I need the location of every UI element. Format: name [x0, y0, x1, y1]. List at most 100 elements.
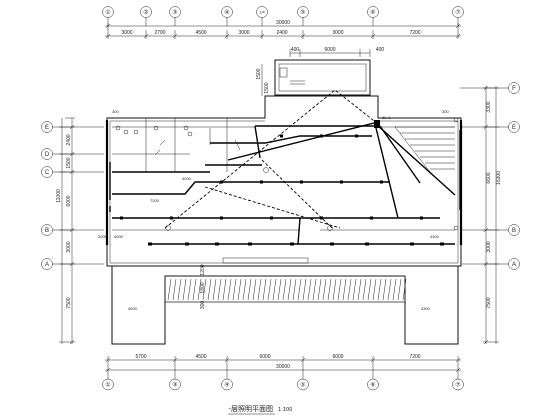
svg-text:1500: 1500 [256, 68, 262, 79]
svg-text:2400: 2400 [66, 134, 72, 145]
svg-text:①: ① [105, 9, 110, 16]
svg-text:6600: 6600 [486, 172, 492, 183]
grid-bubble-top-7: ⑦ [452, 6, 464, 18]
svg-text:6000: 6000 [259, 354, 270, 360]
grid-bubble-bottom-3: ③ [169, 378, 181, 391]
svg-text:3000: 3000 [121, 30, 132, 36]
grid-bubble-left-C: C [41, 166, 53, 178]
grid-bubble-top-1: ① [102, 6, 114, 18]
canopy-hatch-lines [167, 278, 407, 301]
svg-text:4000: 4000 [182, 176, 192, 181]
grid-bubble-right-A: A [508, 258, 520, 270]
svg-text:400: 400 [291, 47, 300, 53]
building-outline [105, 95, 463, 267]
svg-text:②: ② [143, 9, 148, 16]
svg-text:⑤: ⑤ [300, 382, 305, 389]
svg-text:5700: 5700 [135, 354, 146, 360]
svg-text:A: A [512, 262, 516, 268]
inner-dims: 300 300 2000 4000 4300 4000 7200 [98, 109, 449, 239]
scale-text: 1:100 [278, 407, 292, 413]
canopy: 4000 4300 1200 1800 300 [111, 264, 459, 345]
grid-bubble-top-2: ② [140, 6, 152, 18]
bottom-dimension-chain: 5700 4500 6000 6000 7200 30000 [105, 354, 461, 379]
svg-text:B: B [512, 228, 516, 234]
svg-text:⑤: ⑤ [300, 9, 305, 16]
grid-bubble-left-E: E [41, 121, 53, 133]
svg-text:7200: 7200 [409, 30, 420, 36]
svg-text:300: 300 [200, 301, 206, 310]
svg-text:C: C [45, 170, 50, 176]
svg-text:③: ③ [172, 9, 177, 16]
svg-text:4300: 4300 [421, 306, 431, 311]
right-dimension-chain: 3300 6600 3000 7500 15300 [483, 85, 502, 345]
grid-bubble-right-E: E [508, 121, 520, 133]
svg-text:1500: 1500 [264, 82, 270, 93]
svg-text:6000: 6000 [332, 354, 343, 360]
svg-text:3000: 3000 [486, 241, 492, 252]
grid-bubble-top-3: ③ [169, 6, 181, 18]
side-stair [394, 126, 455, 173]
svg-text:400: 400 [376, 47, 385, 53]
grid-bubble-left-A: A [41, 258, 53, 270]
svg-text:2400: 2400 [276, 30, 287, 36]
distribution-panel-icon [374, 120, 380, 128]
drawing-title: -层照明平面图 1:100 [228, 405, 292, 415]
svg-text:7200: 7200 [409, 354, 420, 360]
svg-text:4000: 4000 [128, 306, 138, 311]
title-text: -层照明平面图 [228, 405, 273, 413]
partitions [112, 118, 455, 231]
grid-bubble-left-D: D [41, 148, 53, 160]
left-dimension-chain: 2400 1500 6000 3000 7500 11000 [56, 117, 75, 345]
top-dimension-chain: 30000 3000 2700 4500 3000 2400 3000 7200 [105, 20, 461, 39]
svg-text:⑥: ⑥ [370, 382, 375, 389]
wiring [112, 121, 456, 245]
svg-text:2000: 2000 [98, 234, 108, 239]
svg-text:11000: 11000 [56, 189, 62, 203]
grid-bubble-bottom-6: ⑥ [367, 378, 379, 391]
grid-bubble-bottom-5: ⑤ [297, 378, 309, 391]
bottom-grid-axis: ① ③ ④ ⑤ ⑥ ⑦ [102, 378, 464, 391]
svg-text:D: D [45, 152, 50, 158]
svg-text:1800: 1800 [200, 282, 206, 293]
grid-bubble-bottom-7: ⑦ [452, 378, 464, 391]
svg-text:F: F [512, 86, 516, 92]
grid-bubble-top-5: ⑤ [297, 6, 309, 18]
svg-text:4000: 4000 [114, 234, 124, 239]
svg-text:4500: 4500 [195, 30, 206, 36]
grid-bubble-left-B: B [41, 224, 53, 236]
svg-text:3000: 3000 [66, 241, 72, 252]
svg-text:3300: 3300 [486, 101, 492, 112]
svg-text:7200: 7200 [150, 198, 160, 203]
svg-text:E: E [512, 125, 516, 131]
svg-text:⑥: ⑥ [370, 9, 375, 16]
svg-text:1/4: 1/4 [259, 10, 265, 15]
svg-text:①: ① [105, 382, 110, 389]
svg-text:4300: 4300 [430, 234, 440, 239]
svg-text:3000: 3000 [238, 30, 249, 36]
fixtures: ZL-1 [109, 115, 461, 264]
top-grid-axis: ① ② ③ ④ 1/4 ⑤ ⑥ ⑦ [102, 6, 464, 26]
dashed-runs [164, 89, 379, 229]
svg-text:⑦: ⑦ [455, 382, 460, 389]
svg-text:④: ④ [224, 9, 229, 16]
left-grid-axis: E D C B A [41, 121, 104, 270]
svg-text:4500: 4500 [195, 354, 206, 360]
svg-text:2700: 2700 [154, 30, 165, 36]
svg-text:7500: 7500 [486, 297, 492, 308]
svg-text:15300: 15300 [496, 171, 502, 185]
svg-text:④: ④ [224, 382, 229, 389]
svg-text:6000: 6000 [66, 195, 72, 206]
svg-text:7500: 7500 [66, 297, 72, 308]
grid-bubble-top-4: ④ [221, 6, 233, 18]
grid-bubble-right-F: F [508, 82, 520, 94]
svg-text:30000: 30000 [276, 364, 290, 370]
svg-text:300: 300 [442, 109, 449, 114]
canopy-hatch [167, 278, 407, 301]
grid-bubble-right-B: B [508, 224, 520, 236]
svg-text:ZL-1: ZL-1 [382, 115, 391, 120]
grid-bubble-top-6: ⑥ [367, 6, 379, 18]
stair-block: 400 6000 400 1500 1500 [256, 47, 384, 96]
svg-text:B: B [45, 228, 49, 234]
svg-text:6000: 6000 [324, 47, 335, 53]
svg-text:E: E [45, 125, 49, 131]
